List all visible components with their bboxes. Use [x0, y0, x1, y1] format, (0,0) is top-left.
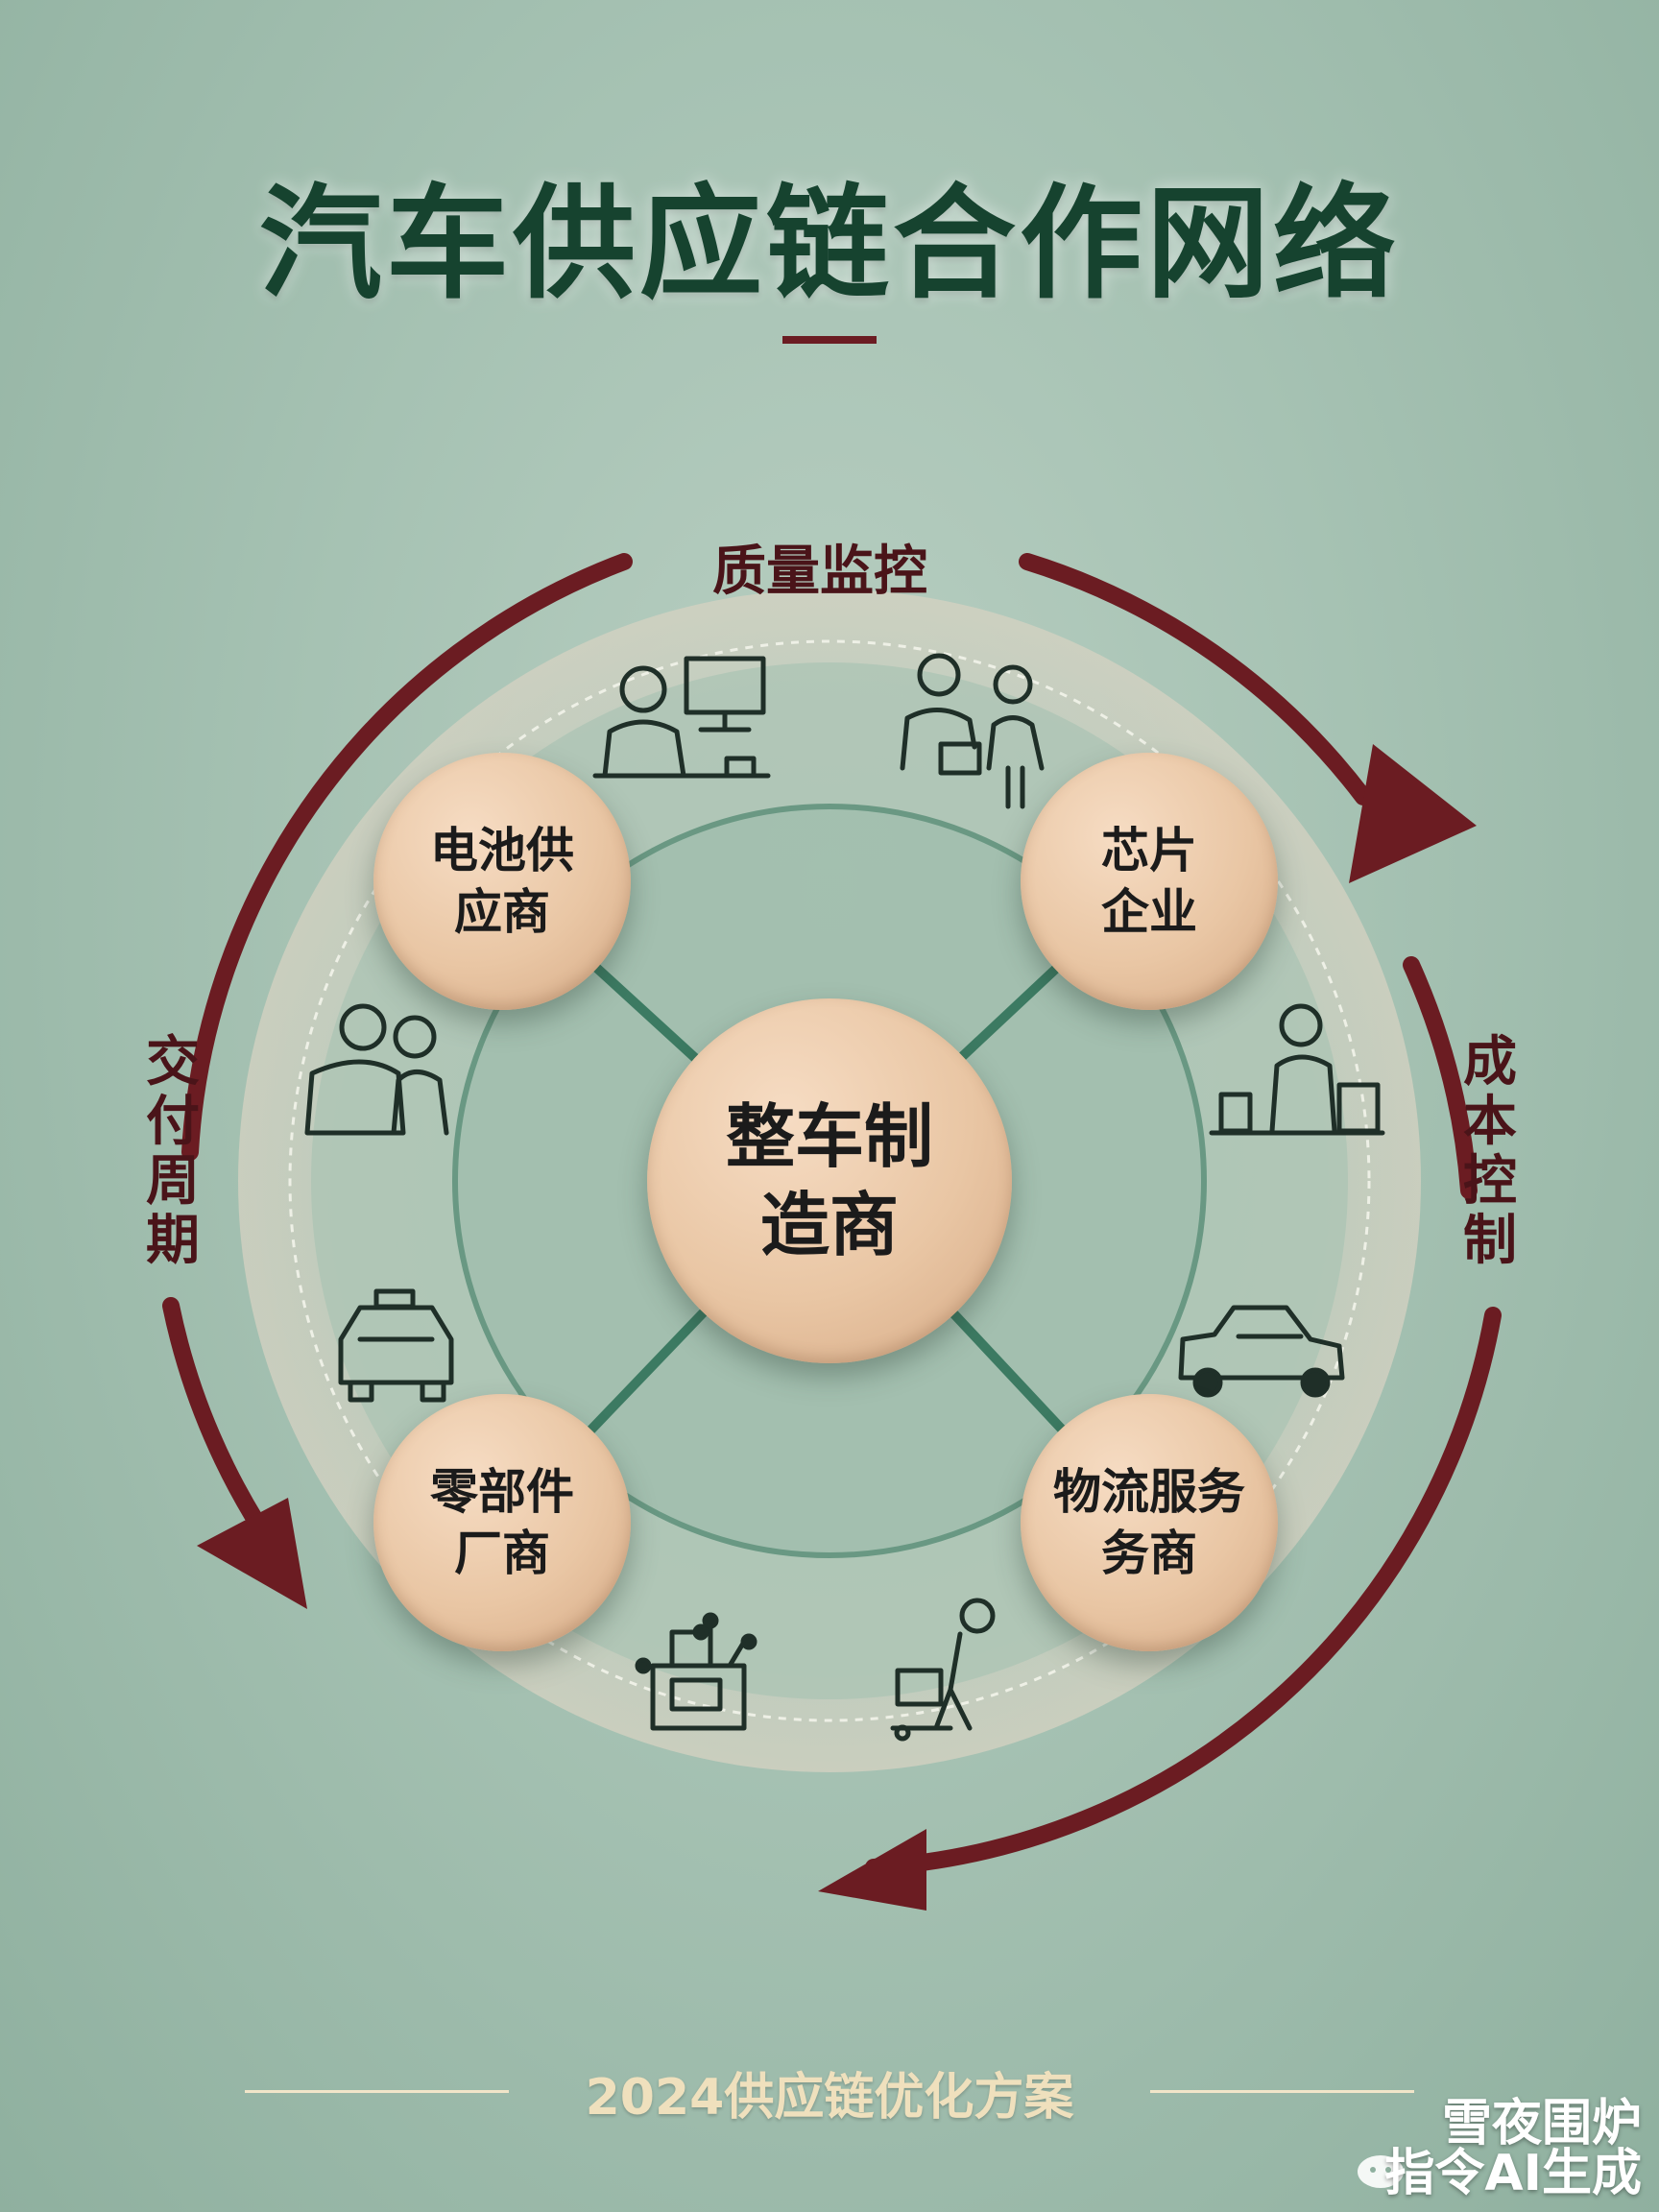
chip-company-label: 芯片 企业	[1101, 820, 1197, 943]
oem-center-label: 整车制 造商	[726, 1093, 933, 1269]
arc-label-quality: 质量监控	[712, 528, 927, 606]
arrowhead-top-right	[1349, 744, 1477, 883]
watermark-line2: 指令AI生成	[1384, 2149, 1642, 2199]
arc-label-cost: 成本控制	[1461, 1032, 1519, 1270]
arrowhead-bottom	[818, 1829, 926, 1911]
watermark: 雪夜围炉 指令AI生成	[1384, 2099, 1642, 2199]
arc-label-delivery: 交付周期	[144, 1032, 202, 1270]
parts-maker-node: 零部件 厂商	[373, 1394, 631, 1651]
watermark-line1: 雪夜围炉	[1384, 2099, 1642, 2149]
logistics-provider-node: 物流服务 务商	[1021, 1394, 1278, 1651]
chip-company-node: 芯片 企业	[1021, 753, 1278, 1010]
battery-supplier-label: 电池供 应商	[430, 820, 574, 943]
battery-supplier-node: 电池供 应商	[373, 753, 631, 1010]
parts-maker-label: 零部件 厂商	[430, 1461, 574, 1584]
oem-center-node: 整车制 造商	[647, 998, 1012, 1363]
logistics-provider-label: 物流服务 务商	[1053, 1461, 1245, 1584]
